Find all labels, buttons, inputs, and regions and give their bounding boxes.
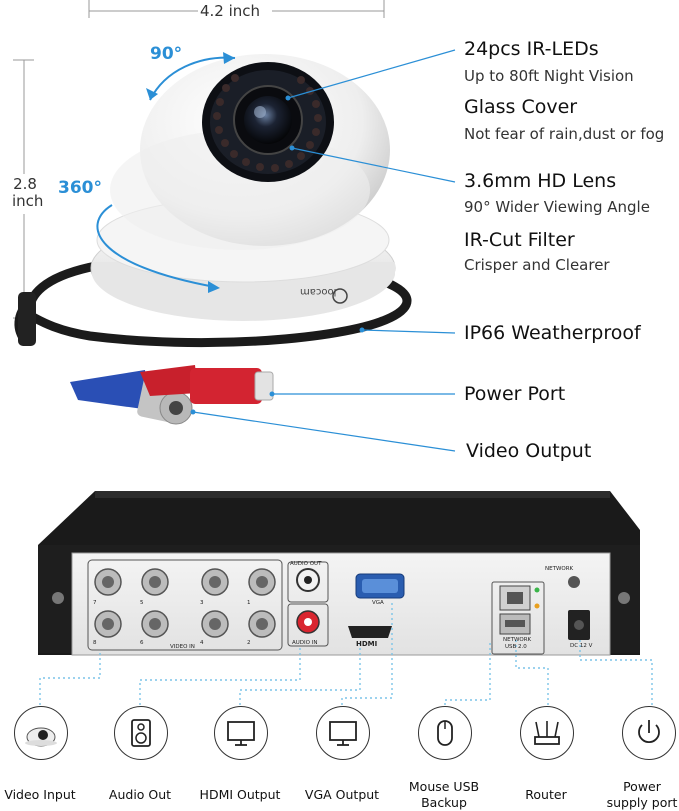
power-connector xyxy=(140,365,274,404)
mouse-icon xyxy=(418,706,472,760)
power-icon xyxy=(622,706,676,760)
port-connector-lines xyxy=(39,600,653,715)
dc-label: DC 12 V xyxy=(570,643,593,649)
width-label: 4.2 inch xyxy=(200,2,261,20)
port-label-router: Router xyxy=(525,787,567,802)
feature-glass-cover-title: Glass Cover xyxy=(464,96,578,118)
tilt-angle-label: 90° xyxy=(150,44,183,64)
port-label-video-input: Video Input xyxy=(4,787,76,802)
port-label-hdmi-output: HDMI Output xyxy=(199,787,281,802)
dvr-recorder xyxy=(38,491,640,656)
port-label-vga-output: VGA Output xyxy=(304,787,380,802)
feature-video-output-title: Video Output xyxy=(466,440,592,462)
speaker-icon xyxy=(114,706,168,760)
height-unit: inch xyxy=(12,192,44,210)
port-label-audio-out: Audio Out xyxy=(108,787,172,802)
channel-label: 8 xyxy=(93,640,97,646)
vga-label: VGA xyxy=(372,600,384,606)
channel-label: 4 xyxy=(200,640,204,646)
feature-glass-cover-subtitle: Not fear of rain,dust or fog xyxy=(464,125,665,143)
height-label: 2.8 inch xyxy=(12,175,43,210)
audio-out-label: AUDIO OUT xyxy=(290,561,322,567)
channel-label: 7 xyxy=(93,600,97,606)
camera-icon xyxy=(14,706,68,760)
feature-ir-cut-subtitle: Crisper and Clearer xyxy=(464,256,610,274)
rotate-arc xyxy=(96,204,216,288)
feature-weatherproof-title: IP66 Weatherproof xyxy=(464,322,641,344)
channel-label: 1 xyxy=(247,600,251,606)
usb-port-label: USB 2.0 xyxy=(505,644,527,650)
height-value: 2.8 xyxy=(13,175,37,193)
port-label-mouse-usb: Mouse USB Backup xyxy=(408,779,480,810)
feature-ir-leds-subtitle: Up to 80ft Night Vision xyxy=(464,67,634,85)
audio-in-label: AUDIO IN xyxy=(292,640,318,646)
hdmi-label: HDMI xyxy=(356,640,378,648)
channel-label: 2 xyxy=(247,640,251,646)
feature-ir-cut-title: IR-Cut Filter xyxy=(464,229,575,251)
monitor-icon xyxy=(316,706,370,760)
monitor-icon xyxy=(214,706,268,760)
feature-pointer-lines xyxy=(192,49,456,452)
channel-label: 3 xyxy=(200,600,204,606)
feature-lens-subtitle: 90° Wider Viewing Angle xyxy=(464,198,650,216)
width-dimension-line xyxy=(88,0,385,18)
port-label-power: Power supply port xyxy=(606,779,678,810)
brand-logo-text: loocam xyxy=(300,286,337,297)
ir-led-ring xyxy=(213,74,322,172)
video-in-label: VIDEO IN xyxy=(170,644,195,650)
channel-label: 5 xyxy=(140,600,144,606)
feature-power-port-title: Power Port xyxy=(464,383,566,405)
network-port-label: NETWORK xyxy=(503,637,532,643)
router-icon xyxy=(520,706,574,760)
feature-lens-title: 3.6mm HD Lens xyxy=(464,170,617,192)
lens xyxy=(244,96,292,144)
feature-ir-leds-title: 24pcs IR-LEDs xyxy=(464,38,599,60)
network-top-label: NETWORK xyxy=(545,566,574,572)
bnc-ports xyxy=(94,568,276,638)
rotate-angle-label: 360° xyxy=(58,178,102,198)
channel-label: 6 xyxy=(140,640,144,646)
